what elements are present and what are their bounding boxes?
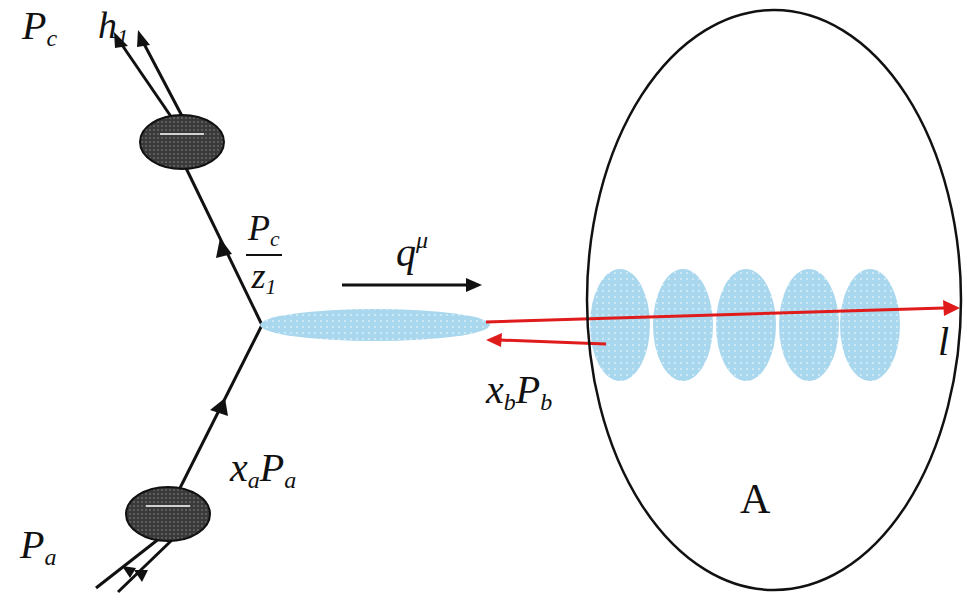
math-label: l — [938, 322, 949, 362]
math-label: xaPa — [230, 448, 296, 492]
hadron-blobs — [126, 115, 224, 541]
arrowheads — [114, 30, 232, 582]
math-label: Pa — [20, 525, 56, 569]
quark-lines — [96, 40, 262, 592]
nucleus-label: A — [740, 478, 770, 520]
math-label: qμ — [396, 228, 428, 273]
math-label: xbPb — [486, 370, 552, 414]
math-label: h1 — [98, 6, 128, 50]
red-quark-lines — [486, 300, 960, 347]
photon-blob — [260, 309, 490, 341]
ellipse-outline — [585, 8, 963, 592]
math-label: Pc — [22, 6, 57, 50]
math-label: Pc z1 — [246, 210, 282, 299]
momentum-arrow — [342, 278, 482, 292]
nucleus-ellipse: A — [585, 8, 963, 592]
nucleon-blobs — [590, 269, 900, 381]
